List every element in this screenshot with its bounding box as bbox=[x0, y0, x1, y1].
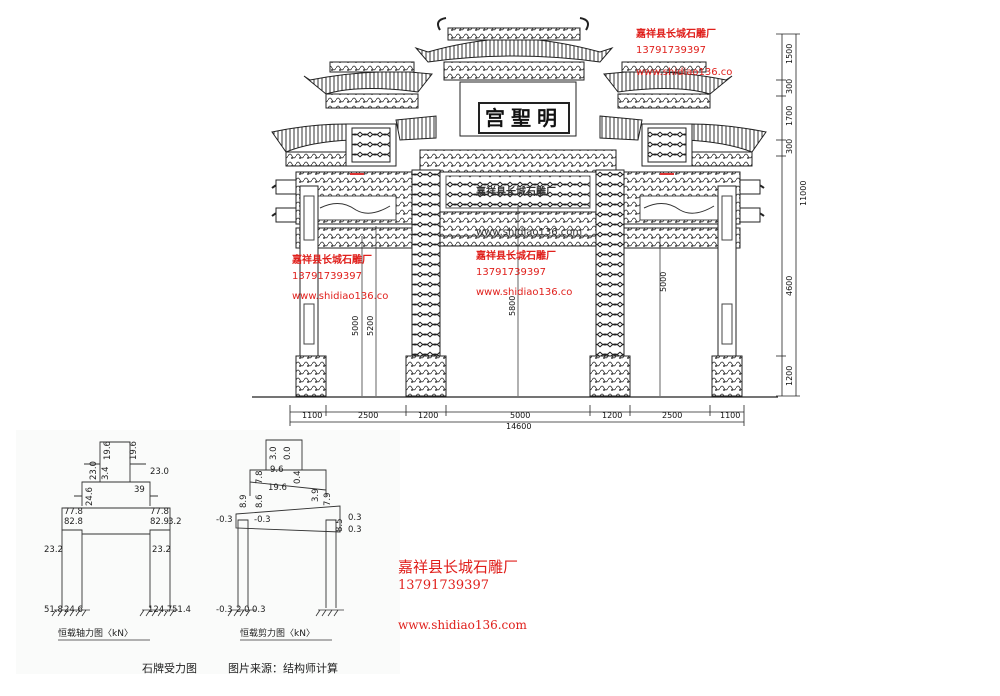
axial-label: 19.6 bbox=[129, 441, 139, 460]
shear-label: 7.9 bbox=[323, 492, 333, 506]
shear-label: -0.3 bbox=[254, 515, 271, 525]
shear-label: -0.3 bbox=[216, 515, 233, 525]
shear-label: 0.3 bbox=[348, 513, 362, 523]
dim-1200-left: 1200 bbox=[418, 411, 438, 420]
column-bases bbox=[295, 355, 743, 397]
axial-label: 77.8 bbox=[150, 507, 169, 517]
axial-label: 3.2 bbox=[168, 517, 182, 527]
shear-label: 0.4 bbox=[293, 470, 303, 484]
watermark-company-beam: 嘉祥县长城石雕厂 bbox=[476, 187, 556, 198]
height-5800: 5800 bbox=[508, 296, 517, 316]
roof-left-upper bbox=[303, 61, 433, 109]
dim-5000: 5000 bbox=[510, 411, 530, 420]
watermark-url-center: www.shidiao136.co bbox=[476, 287, 573, 298]
figure-caption-right: 图片来源：结构师计算 bbox=[228, 662, 338, 675]
shear-label: 3.0 bbox=[269, 446, 279, 460]
columns bbox=[299, 169, 737, 359]
dim-2500-right: 2500 bbox=[662, 411, 682, 420]
watermark-company-left: 嘉祥县长城石雕厂 bbox=[292, 255, 372, 266]
watermark-phone-top: 13791739397 bbox=[636, 45, 706, 56]
dim-2500-left: 2500 bbox=[358, 411, 378, 420]
dim-11000: 11000 bbox=[799, 181, 808, 206]
watermark-url-left: www.shidiao136.co bbox=[292, 291, 389, 302]
axial-label: 51.8 bbox=[44, 605, 63, 615]
shear-diagram-caption: 恒载剪力图〈kN〉 bbox=[240, 627, 315, 639]
axial-label: 39 bbox=[134, 485, 145, 495]
dim-1100-left: 1100 bbox=[302, 411, 322, 420]
figure-caption-left: 石牌受力图 bbox=[142, 662, 197, 675]
dim-1700: 1700 bbox=[785, 106, 794, 126]
axial-label: 19.6 bbox=[103, 441, 113, 460]
right-dimension-lines bbox=[776, 33, 800, 397]
right-dimension-labels: 1500 300 1700 300 4600 1200 11000 bbox=[785, 44, 808, 386]
archway-plaque: 宫聖明 bbox=[478, 102, 570, 134]
axial-force-frame bbox=[61, 441, 171, 608]
shear-force-frame bbox=[235, 439, 341, 608]
axial-label: 51.4 bbox=[172, 605, 191, 615]
dim-1500: 1500 bbox=[785, 44, 794, 64]
shear-label: 3.9 bbox=[311, 488, 321, 502]
watermark-company-top: 嘉祥县长城石雕厂 bbox=[636, 29, 716, 40]
dim-1200-vertical: 1200 bbox=[785, 366, 794, 386]
shear-label: 2.0 bbox=[236, 605, 250, 615]
height-5000-left: 5000 bbox=[351, 316, 360, 336]
watermark-phone-center: 13791739397 bbox=[476, 267, 546, 278]
axial-label: 82.8 bbox=[64, 517, 83, 527]
shear-label: 8.5 bbox=[335, 518, 345, 532]
shear-label: -0.3 bbox=[216, 605, 233, 615]
axial-label: 23.0 bbox=[89, 461, 99, 480]
roof-top-center bbox=[414, 17, 614, 81]
roof-left-lower bbox=[271, 123, 351, 167]
watermark-url-beam: www.shidiao136.com bbox=[476, 227, 583, 238]
shear-label: 8.6 bbox=[255, 494, 265, 508]
axial-diagram-caption: 恒载轴力图〈kN〉 bbox=[58, 627, 133, 639]
support-hatching bbox=[51, 609, 344, 617]
dim-total-width: 14600 bbox=[506, 422, 531, 431]
roof-mid-left bbox=[395, 115, 437, 141]
shear-label: 0.3 bbox=[252, 605, 266, 615]
shear-force-values: 3.0 0.0 9.6 7.8 0.4 19.6 8.9 8.6 3.9 7.9… bbox=[216, 446, 362, 615]
height-5000-right: 5000 bbox=[659, 272, 668, 292]
axial-label: 24.6 bbox=[64, 605, 83, 615]
axial-label: 77.8 bbox=[64, 507, 83, 517]
medallion-left bbox=[345, 123, 397, 167]
interior-height-labels: 5000 5200 5800 5000 bbox=[351, 272, 668, 336]
dim-300-b: 300 bbox=[785, 139, 794, 154]
shear-label: 0.0 bbox=[283, 446, 293, 460]
shear-label: 9.6 bbox=[270, 465, 284, 475]
watermark-phone-left: 13791739397 bbox=[292, 271, 362, 282]
medallion-right bbox=[641, 123, 693, 167]
axial-label: 82.9 bbox=[150, 517, 169, 527]
watermark-url-top: www.shidiao136.co bbox=[636, 67, 733, 78]
roof-mid-right bbox=[599, 115, 643, 141]
axial-force-values: 19.6 19.6 3.4 23.0 23.0 24.6 39 77.8 77.… bbox=[44, 441, 191, 615]
axial-label: 23.2 bbox=[44, 545, 63, 555]
watermark-company-center: 嘉祥县长城石雕厂 bbox=[476, 251, 556, 262]
axial-label: 124.7 bbox=[148, 605, 172, 615]
shear-label: 19.6 bbox=[268, 483, 287, 493]
dim-1200-right: 1200 bbox=[602, 411, 622, 420]
axial-label: 23.0 bbox=[150, 467, 169, 477]
interior-height-lines bbox=[361, 206, 661, 396]
axial-label: 23.2 bbox=[152, 545, 171, 555]
height-5200: 5200 bbox=[366, 316, 375, 336]
shear-label: 7.8 bbox=[255, 470, 265, 484]
roof-right-upper bbox=[603, 61, 733, 109]
axial-label: 24.6 bbox=[85, 487, 95, 506]
watermark-company-large: 嘉祥县长城石雕厂 bbox=[398, 558, 519, 576]
roof-right-lower bbox=[685, 123, 767, 167]
watermark-phone-large: 13791739397 bbox=[398, 578, 489, 593]
shear-label: 0.3 bbox=[348, 525, 362, 535]
dim-4600: 4600 bbox=[785, 276, 794, 296]
dim-300-a: 300 bbox=[785, 79, 794, 94]
bottom-dimension-lines bbox=[289, 405, 745, 426]
bottom-dimension-labels: 1100 2500 1200 5000 1200 2500 1100 14600 bbox=[302, 411, 740, 431]
dim-1100-right: 1100 bbox=[720, 411, 740, 420]
axial-label: 3.4 bbox=[101, 466, 111, 480]
shear-label: 8.9 bbox=[239, 494, 249, 508]
watermark-url-large: www.shidiao136.com bbox=[398, 618, 527, 632]
